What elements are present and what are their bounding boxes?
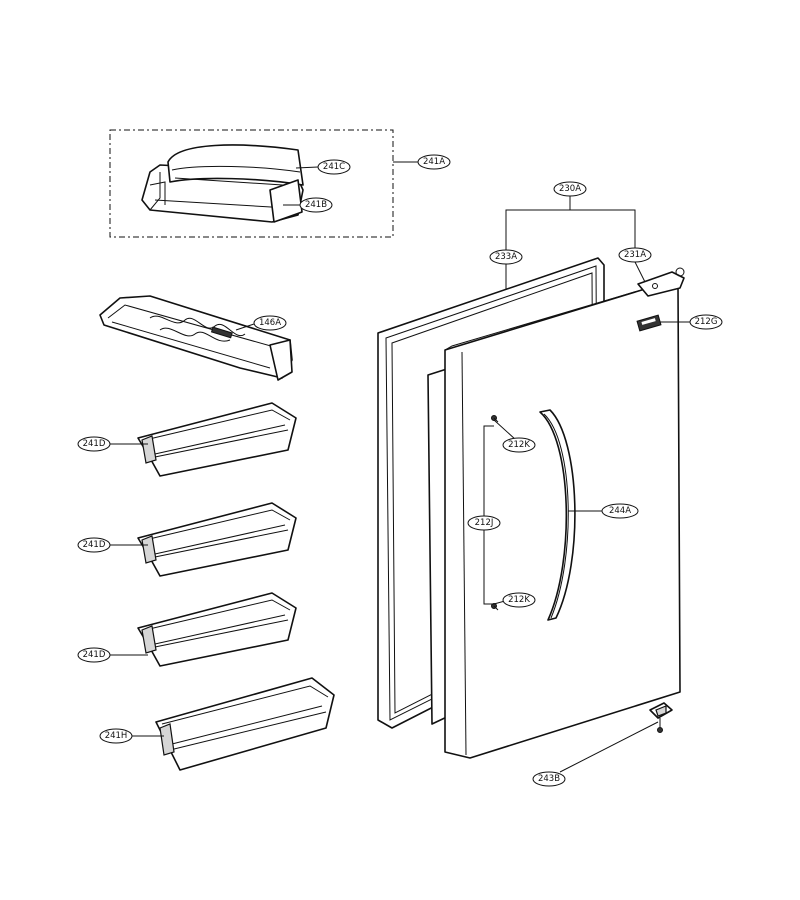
svg-text:231A: 231A bbox=[624, 250, 646, 260]
svg-text:243B: 243B bbox=[538, 774, 560, 784]
svg-text:212G: 212G bbox=[695, 317, 718, 327]
callout-231a: 231A bbox=[618, 247, 652, 263]
door-bin-241d-2 bbox=[137, 502, 297, 577]
svg-text:212J: 212J bbox=[475, 518, 494, 528]
leader-212k-top bbox=[493, 419, 517, 441]
callout-146a: 146A bbox=[253, 315, 287, 331]
callout-241b: 241B bbox=[299, 197, 333, 213]
callout-241c: 241C bbox=[317, 159, 351, 175]
leader-231a bbox=[634, 261, 646, 283]
svg-text:233A: 233A bbox=[495, 252, 517, 262]
leader-212j bbox=[483, 425, 494, 605]
svg-text:241D: 241D bbox=[83, 650, 106, 660]
svg-text:241H: 241H bbox=[105, 731, 128, 741]
callout-241d-3: 241D bbox=[77, 647, 111, 663]
door-bin-241h bbox=[155, 677, 335, 771]
leader-241c bbox=[295, 166, 319, 169]
handle-244a bbox=[539, 409, 576, 621]
egg-shelf-146a bbox=[99, 295, 293, 381]
callout-241h: 241H bbox=[99, 728, 133, 744]
svg-text:230A: 230A bbox=[559, 184, 581, 194]
svg-text:212K: 212K bbox=[508, 595, 530, 605]
callout-233a: 233A bbox=[489, 249, 523, 265]
callout-230a: 230A bbox=[553, 181, 587, 197]
door-panel bbox=[444, 267, 685, 759]
callout-241a: 241A bbox=[417, 154, 451, 170]
svg-text:241D: 241D bbox=[83, 540, 106, 550]
group-box-241a bbox=[109, 129, 394, 238]
svg-text:241C: 241C bbox=[323, 162, 345, 172]
svg-text:146A: 146A bbox=[259, 318, 281, 328]
door-bin-241d-1 bbox=[137, 402, 297, 477]
bracket-230a bbox=[505, 209, 636, 255]
callout-212j: 212J bbox=[467, 515, 501, 531]
callout-241d-1: 241D bbox=[77, 436, 111, 452]
svg-text:241A: 241A bbox=[423, 157, 445, 167]
dairy-bin-assembly bbox=[141, 144, 304, 223]
callout-212k-top: 212K bbox=[502, 437, 536, 453]
door-bin-241d-3 bbox=[137, 592, 297, 667]
callout-243b: 243B bbox=[532, 771, 566, 787]
screw-212k-bottom bbox=[491, 603, 499, 611]
svg-text:241D: 241D bbox=[83, 439, 106, 449]
leader-243b bbox=[559, 721, 659, 773]
hinge-243b bbox=[649, 702, 673, 733]
svg-text:241B: 241B bbox=[305, 200, 327, 210]
svg-text:244A: 244A bbox=[609, 506, 631, 516]
callout-212g: 212G bbox=[689, 314, 723, 330]
callout-241d-2: 241D bbox=[77, 537, 111, 553]
callout-244a: 244A bbox=[601, 503, 639, 519]
leader-146a bbox=[235, 323, 255, 331]
callout-212k-bottom: 212K bbox=[502, 592, 536, 608]
svg-text:212K: 212K bbox=[508, 440, 530, 450]
